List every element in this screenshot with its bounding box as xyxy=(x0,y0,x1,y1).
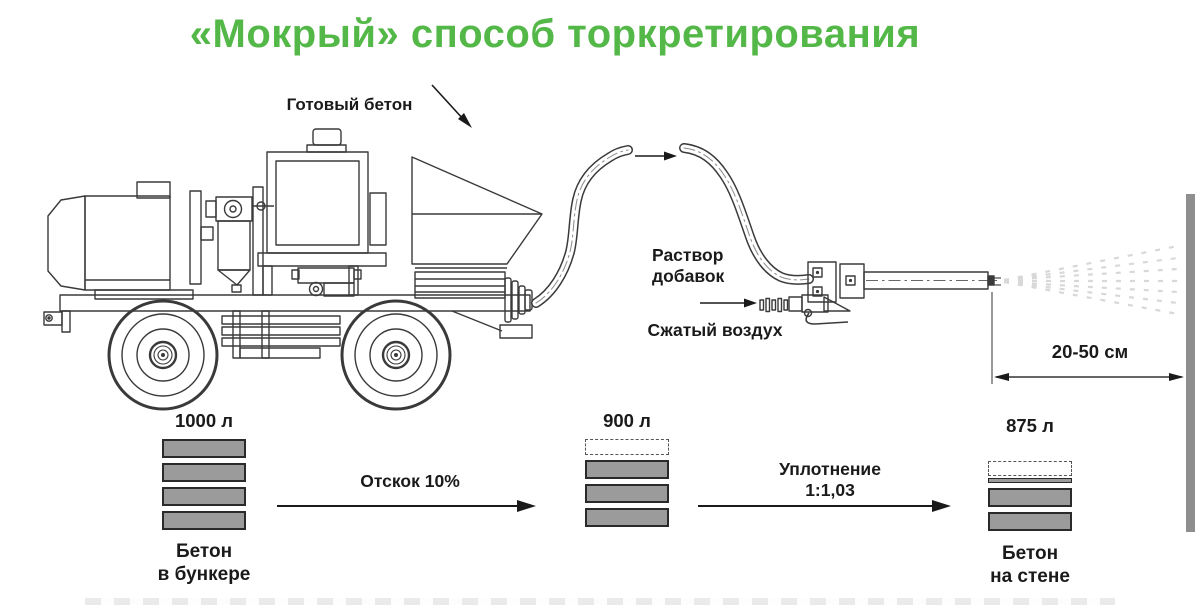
compaction-arrow-icon xyxy=(698,500,951,512)
volume-label: 875 л xyxy=(1006,415,1054,436)
electric-motor xyxy=(47,181,214,300)
distance-dimension-line xyxy=(991,292,1184,384)
compaction-arrow-label: Уплотнение 1:1,03 xyxy=(755,459,905,501)
volume-bar-solid xyxy=(162,462,246,482)
compaction-line1: Уплотнение xyxy=(779,459,881,479)
page-title: «Мокрый» способ торкретирования xyxy=(189,12,921,56)
additive-solution-line1: Раствор xyxy=(652,245,724,265)
air-inlet-arrow-icon xyxy=(700,298,757,308)
additive-solution-line2: добавок xyxy=(652,266,725,286)
rebound-arrow-label: Отскок 10% xyxy=(360,471,460,491)
stack-caption: Бетон в бункере xyxy=(158,540,251,586)
concrete-stack xyxy=(162,436,246,532)
volume-bar-solid xyxy=(988,488,1072,507)
air-valve xyxy=(759,294,849,325)
ready-concrete-arrow-icon xyxy=(431,84,472,128)
dosing-pump-unit xyxy=(205,186,274,296)
wall xyxy=(1186,194,1195,532)
volume-bar-solid xyxy=(585,507,669,527)
process-step-after-rebound: 900 л xyxy=(562,409,692,537)
nozzle-distance-label: 20-50 см xyxy=(1051,341,1129,362)
volume-bar-solid xyxy=(585,483,669,503)
wheel-right xyxy=(340,299,452,411)
volume-bar-thin xyxy=(988,478,1072,483)
ready-concrete-label: Готовый бетон xyxy=(286,95,413,114)
receiving-hopper xyxy=(411,156,543,323)
rebound-arrow-icon xyxy=(277,500,536,512)
concrete-stack xyxy=(585,436,669,529)
wheel-left xyxy=(107,299,219,411)
volume-bar-solid xyxy=(162,510,246,530)
volume-bar-solid xyxy=(585,459,669,479)
additive-solution-label: Раствор добавок xyxy=(652,245,772,287)
caption-line1: Бетон xyxy=(1001,542,1059,564)
stack-caption: Бетон на стене xyxy=(990,542,1070,588)
caption-line2: в бункере xyxy=(157,564,251,585)
compaction-line2: 1:1,03 xyxy=(805,480,855,500)
process-step-on-wall: 875 л Бетон на стене xyxy=(965,414,1095,588)
volume-bar-solid xyxy=(162,486,246,506)
volume-label: 900 л xyxy=(603,410,651,431)
scan-edge-artifact xyxy=(85,598,1115,605)
process-step-hopper: 1000 л Бетон в бункере xyxy=(139,409,269,586)
machine-chassis xyxy=(43,294,533,359)
caption-line1: Бетон xyxy=(175,541,233,562)
volume-bar-solid xyxy=(988,512,1072,531)
concrete-spray-mist xyxy=(1003,244,1180,316)
caption-line2: на стене xyxy=(990,565,1070,587)
volume-bar-solid xyxy=(162,438,246,458)
concrete-stack xyxy=(988,458,1072,534)
shotcrete-machine-drawing xyxy=(43,128,543,411)
hose-flow-arrow-icon xyxy=(635,151,677,161)
volume-label: 1000 л xyxy=(174,410,234,431)
spray-nozzle-assembly xyxy=(759,261,1001,325)
volume-bar-dashed xyxy=(585,438,669,455)
volume-bar-dashed xyxy=(988,460,1072,476)
delivery-hose xyxy=(531,143,814,308)
compressed-air-label: Сжатый воздух xyxy=(647,320,783,340)
mixing-tank xyxy=(257,128,387,297)
